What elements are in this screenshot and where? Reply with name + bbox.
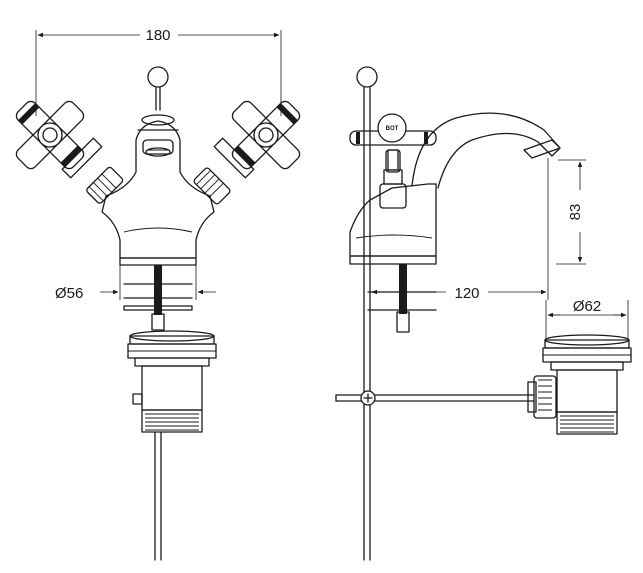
side-cross-handle[interactable]: BOT xyxy=(349,113,437,209)
popup-linkage xyxy=(335,390,535,406)
front-view: 180 xyxy=(0,27,321,561)
dimension-waste-diameter: Ø62 xyxy=(545,298,629,340)
dimension-base-diameter: Ø56 xyxy=(55,265,216,302)
base-diameter-label: Ø56 xyxy=(55,285,83,302)
mounting-rod xyxy=(123,265,193,331)
tap-body xyxy=(101,120,215,259)
side-popup-waste xyxy=(527,334,632,435)
left-valve xyxy=(61,137,124,204)
popup-waste xyxy=(127,330,217,433)
spout-reach-label: 120 xyxy=(454,285,479,302)
dimension-overall-width: 180 xyxy=(35,27,282,116)
hub-mark: BOT xyxy=(386,126,399,132)
spout xyxy=(411,112,561,189)
side-mounting-rod xyxy=(367,264,437,333)
side-tap-body xyxy=(349,183,437,257)
left-cross-handle[interactable] xyxy=(0,80,105,190)
waste-diameter-label: Ø62 xyxy=(573,298,601,315)
tap-base-plate xyxy=(119,257,197,266)
side-base-plate xyxy=(349,255,437,265)
side-popup-knob xyxy=(356,66,378,561)
right-cross-handle[interactable] xyxy=(211,80,321,190)
spout-height-label: 83 xyxy=(567,204,584,221)
popup-knob xyxy=(147,66,169,111)
right-valve xyxy=(193,137,255,205)
dimension-spout-reach: 120 xyxy=(371,158,549,302)
dimension-spout-height: 83 xyxy=(556,159,586,265)
overall-width-label: 180 xyxy=(145,27,170,44)
side-view: BOT 83 120 xyxy=(335,66,632,561)
